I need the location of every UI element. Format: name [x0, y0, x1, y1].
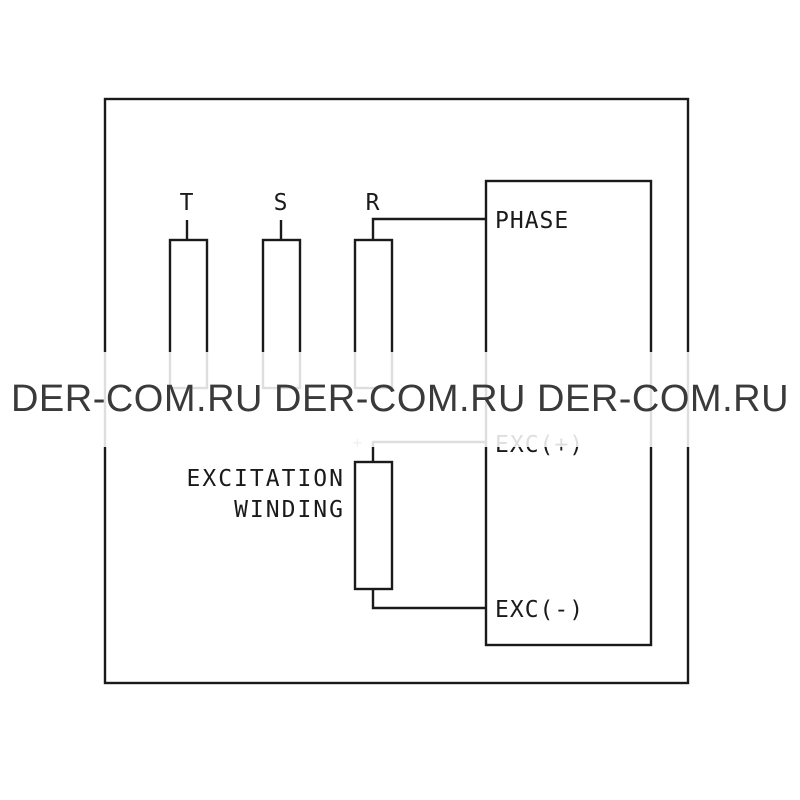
excitation-label-line2: WINDING — [234, 497, 345, 523]
phase-r-label: R — [366, 190, 381, 216]
excitation-winding — [353, 460, 394, 591]
excitation-label-line1: EXCITATION — [187, 466, 345, 492]
phase-s-label: S — [274, 190, 289, 216]
exc-minus-terminal-label: EXC(-) — [495, 597, 584, 623]
watermark-band: DER-COM.RU DER-COM.RU DER-COM.RU — [0, 352, 800, 447]
watermark-text: DER-COM.RU DER-COM.RU DER-COM.RU — [10, 378, 790, 420]
phase-r-to-phase-wire — [371, 217, 486, 240]
exc-minus-wire — [371, 589, 486, 610]
phase-terminal-label: PHASE — [495, 208, 569, 234]
phase-t-label: T — [180, 190, 195, 216]
